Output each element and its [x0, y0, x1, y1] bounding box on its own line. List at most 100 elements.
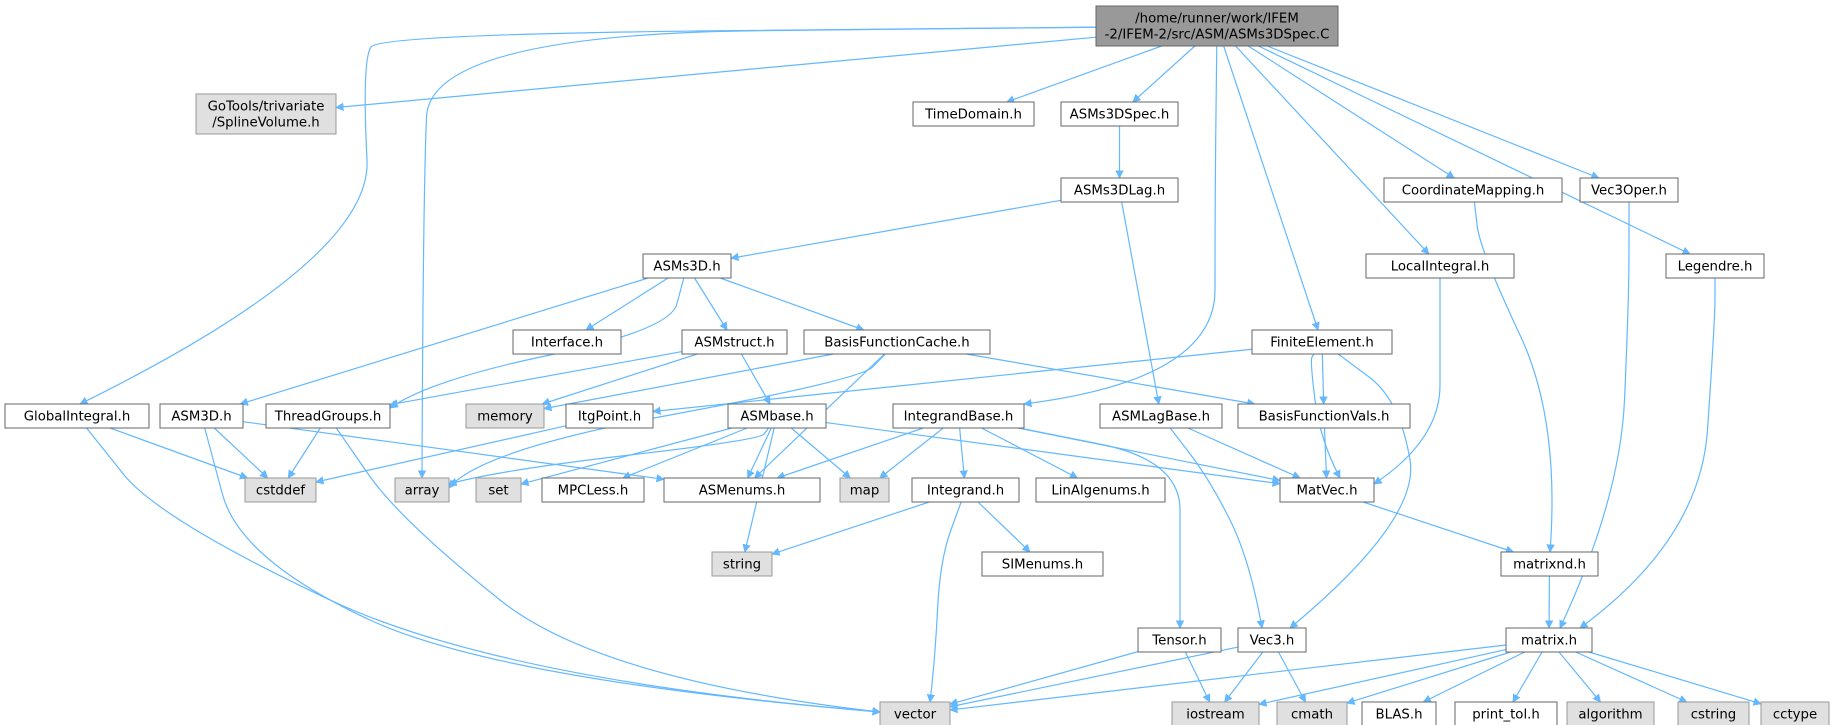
node-interface[interactable]: Interface.h: [512, 329, 622, 355]
node-box: [265, 403, 391, 429]
node-matrix[interactable]: matrix.h: [1505, 627, 1593, 653]
node-box: [1665, 253, 1765, 279]
node-root[interactable]: /home/runner/work/IFEM-2/IFEM-2/src/ASM/…: [1095, 5, 1339, 47]
node-matvec[interactable]: MatVec.h: [1279, 477, 1375, 503]
node-box: [1677, 701, 1750, 725]
node-algorithm: algorithm: [1566, 701, 1655, 725]
node-printtol[interactable]: print_tol.h: [1454, 701, 1558, 725]
edge-root-to-timedomain: [1005, 45, 1162, 104]
node-box: [892, 403, 1025, 429]
node-localintegral[interactable]: LocalIntegral.h: [1365, 253, 1515, 279]
node-box: [244, 477, 317, 503]
node-box: [465, 403, 545, 429]
edge-asms3dlag-to-asms3d: [730, 199, 1062, 262]
node-label-line: Legendre.h: [1678, 260, 1753, 275]
node-asms3d[interactable]: ASMs3D.h: [642, 253, 732, 279]
node-globalintegral[interactable]: GlobalIntegral.h: [4, 403, 150, 429]
node-cstring: cstring: [1677, 701, 1750, 725]
edge-integrandbase-to-asmenums: [776, 427, 924, 480]
node-box: [1276, 701, 1348, 725]
node-label: Interface.h: [531, 336, 603, 351]
edge-matrix-to-algorithm: [1558, 651, 1602, 703]
node-label-line: matrix.h: [1521, 634, 1577, 649]
node-label-line: Integrand.h: [927, 484, 1004, 499]
node-vec3[interactable]: Vec3.h: [1237, 627, 1307, 653]
node-box: [681, 329, 788, 355]
node-asms3dspec[interactable]: ASMs3DSpec.h: [1060, 101, 1179, 127]
node-label: Tensor.h: [1151, 634, 1206, 649]
node-label-line: ASMbase.h: [740, 410, 813, 425]
edge-threadgroups-to-cstddef: [287, 427, 321, 479]
node-asmstruct[interactable]: ASMstruct.h: [681, 329, 788, 355]
node-label: GlobalIntegral.h: [24, 410, 131, 425]
node-label-line: FiniteElement.h: [1270, 336, 1374, 351]
node-mpcless[interactable]: MPCLess.h: [541, 477, 645, 503]
node-label: array: [405, 484, 440, 499]
node-legendre[interactable]: Legendre.h: [1665, 253, 1765, 279]
node-label-line: ASMs3D.h: [653, 260, 720, 275]
node-box: [911, 477, 1020, 503]
edge-root-to-integrandbase: [1023, 45, 1218, 408]
node-label-line: /home/runner/work/IFEM: [1135, 12, 1299, 27]
node-label: Vec3.h: [1250, 634, 1295, 649]
node-label: MPCLess.h: [558, 484, 629, 499]
node-label: FiniteElement.h: [1270, 336, 1374, 351]
node-label: matrix.h: [1521, 634, 1577, 649]
node-coordmap[interactable]: CoordinateMapping.h: [1383, 177, 1563, 203]
edge-finiteelement-to-vec3: [1289, 353, 1412, 629]
edge-integrand-to-vector: [926, 501, 962, 703]
node-label-line: GlobalIntegral.h: [24, 410, 131, 425]
node-integrandbase[interactable]: IntegrandBase.h: [892, 403, 1025, 429]
node-blas[interactable]: BLAS.h: [1361, 701, 1437, 725]
node-finiteelement[interactable]: FiniteElement.h: [1251, 329, 1393, 355]
node-label: BLAS.h: [1375, 708, 1422, 723]
node-label: cmath: [1291, 708, 1333, 723]
edge-root-to-coordmap: [1247, 45, 1455, 179]
edge-itgpoint-to-cstddef: [315, 425, 567, 485]
node-asmenums[interactable]: ASMenums.h: [663, 477, 821, 503]
node-box: [195, 93, 337, 135]
edge-asmlagbase-to-vec3: [1169, 427, 1265, 629]
node-tensor[interactable]: Tensor.h: [1137, 627, 1222, 653]
node-bfcache[interactable]: BasisFunctionCache.h: [803, 329, 991, 355]
node-asms3dlag[interactable]: ASMs3DLag.h: [1060, 177, 1179, 203]
node-label: cstddef: [256, 484, 306, 499]
node-asmlagbase[interactable]: ASMLagBase.h: [1099, 403, 1223, 429]
node-label: ASMbase.h: [740, 410, 813, 425]
edge-threadgroups-to-vector: [335, 427, 881, 716]
edge-bfcache-to-array: [448, 353, 886, 489]
node-asm3d[interactable]: ASM3D.h: [159, 403, 244, 429]
node-label-line: LocalIntegral.h: [1391, 260, 1490, 275]
node-matrixnd[interactable]: matrixnd.h: [1500, 551, 1599, 577]
edge-root-to-finiteelement: [1223, 45, 1320, 331]
node-timedomain[interactable]: TimeDomain.h: [912, 101, 1035, 127]
edge-finiteelement-to-itgpoint: [652, 348, 1253, 415]
node-label: cstring: [1691, 708, 1736, 723]
node-bfvals[interactable]: BasisFunctionVals.h: [1237, 403, 1411, 429]
node-label: CoordinateMapping.h: [1402, 184, 1545, 199]
node-vec3oper[interactable]: Vec3Oper.h: [1579, 177, 1679, 203]
node-itgpoint[interactable]: ItgPoint.h: [565, 403, 654, 429]
edge-asmstruct-to-asmbase: [740, 353, 771, 405]
edge-asmbase-to-set: [520, 427, 732, 487]
node-label: GoTools/trivariate/SplineVolume.h: [208, 100, 325, 131]
edge-matvec-to-matrixnd: [1362, 501, 1515, 554]
node-integrand[interactable]: Integrand.h: [911, 477, 1020, 503]
node-label-line: MatVec.h: [1296, 484, 1357, 499]
edge-integrandbase-to-tensor: [1018, 427, 1185, 629]
node-box: [1237, 627, 1307, 653]
edge-integrandbase-to-linalgenums: [981, 427, 1079, 479]
node-label-line: vector: [894, 708, 937, 723]
node-set: set: [475, 477, 522, 503]
edge-asms3d-to-asmstruct: [693, 277, 728, 331]
node-label-line: Tensor.h: [1151, 634, 1206, 649]
edge-vec3-to-cmath: [1277, 651, 1307, 703]
edge-integrand-to-simenums: [977, 501, 1031, 553]
node-threadgroups[interactable]: ThreadGroups.h: [265, 403, 391, 429]
node-label-line: GoTools/trivariate: [208, 100, 325, 115]
node-label: TimeDomain.h: [924, 108, 1022, 123]
node-asmbase[interactable]: ASMbase.h: [727, 403, 827, 429]
node-simenums[interactable]: SIMenums.h: [981, 551, 1104, 577]
node-linalgenums[interactable]: LinAlgenums.h: [1035, 477, 1166, 503]
node-label-line: ASMstruct.h: [694, 336, 774, 351]
